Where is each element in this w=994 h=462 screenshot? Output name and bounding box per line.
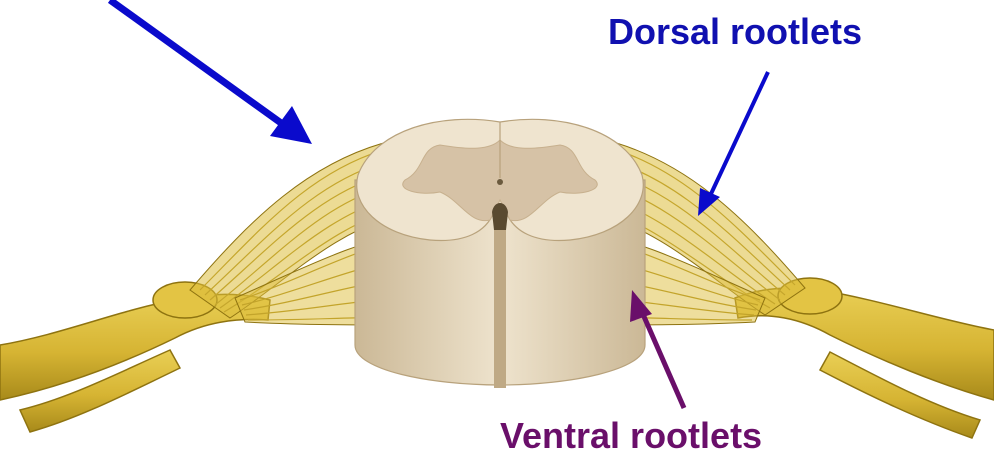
spinal-cord [355, 119, 645, 388]
arrow-down-left-icon [698, 72, 768, 216]
arrow-down-right-icon [110, 0, 312, 144]
dorsal-rootlets-label: Dorsal rootlets [608, 14, 862, 50]
ventral-rootlets-label: Ventral rootlets [500, 418, 762, 454]
